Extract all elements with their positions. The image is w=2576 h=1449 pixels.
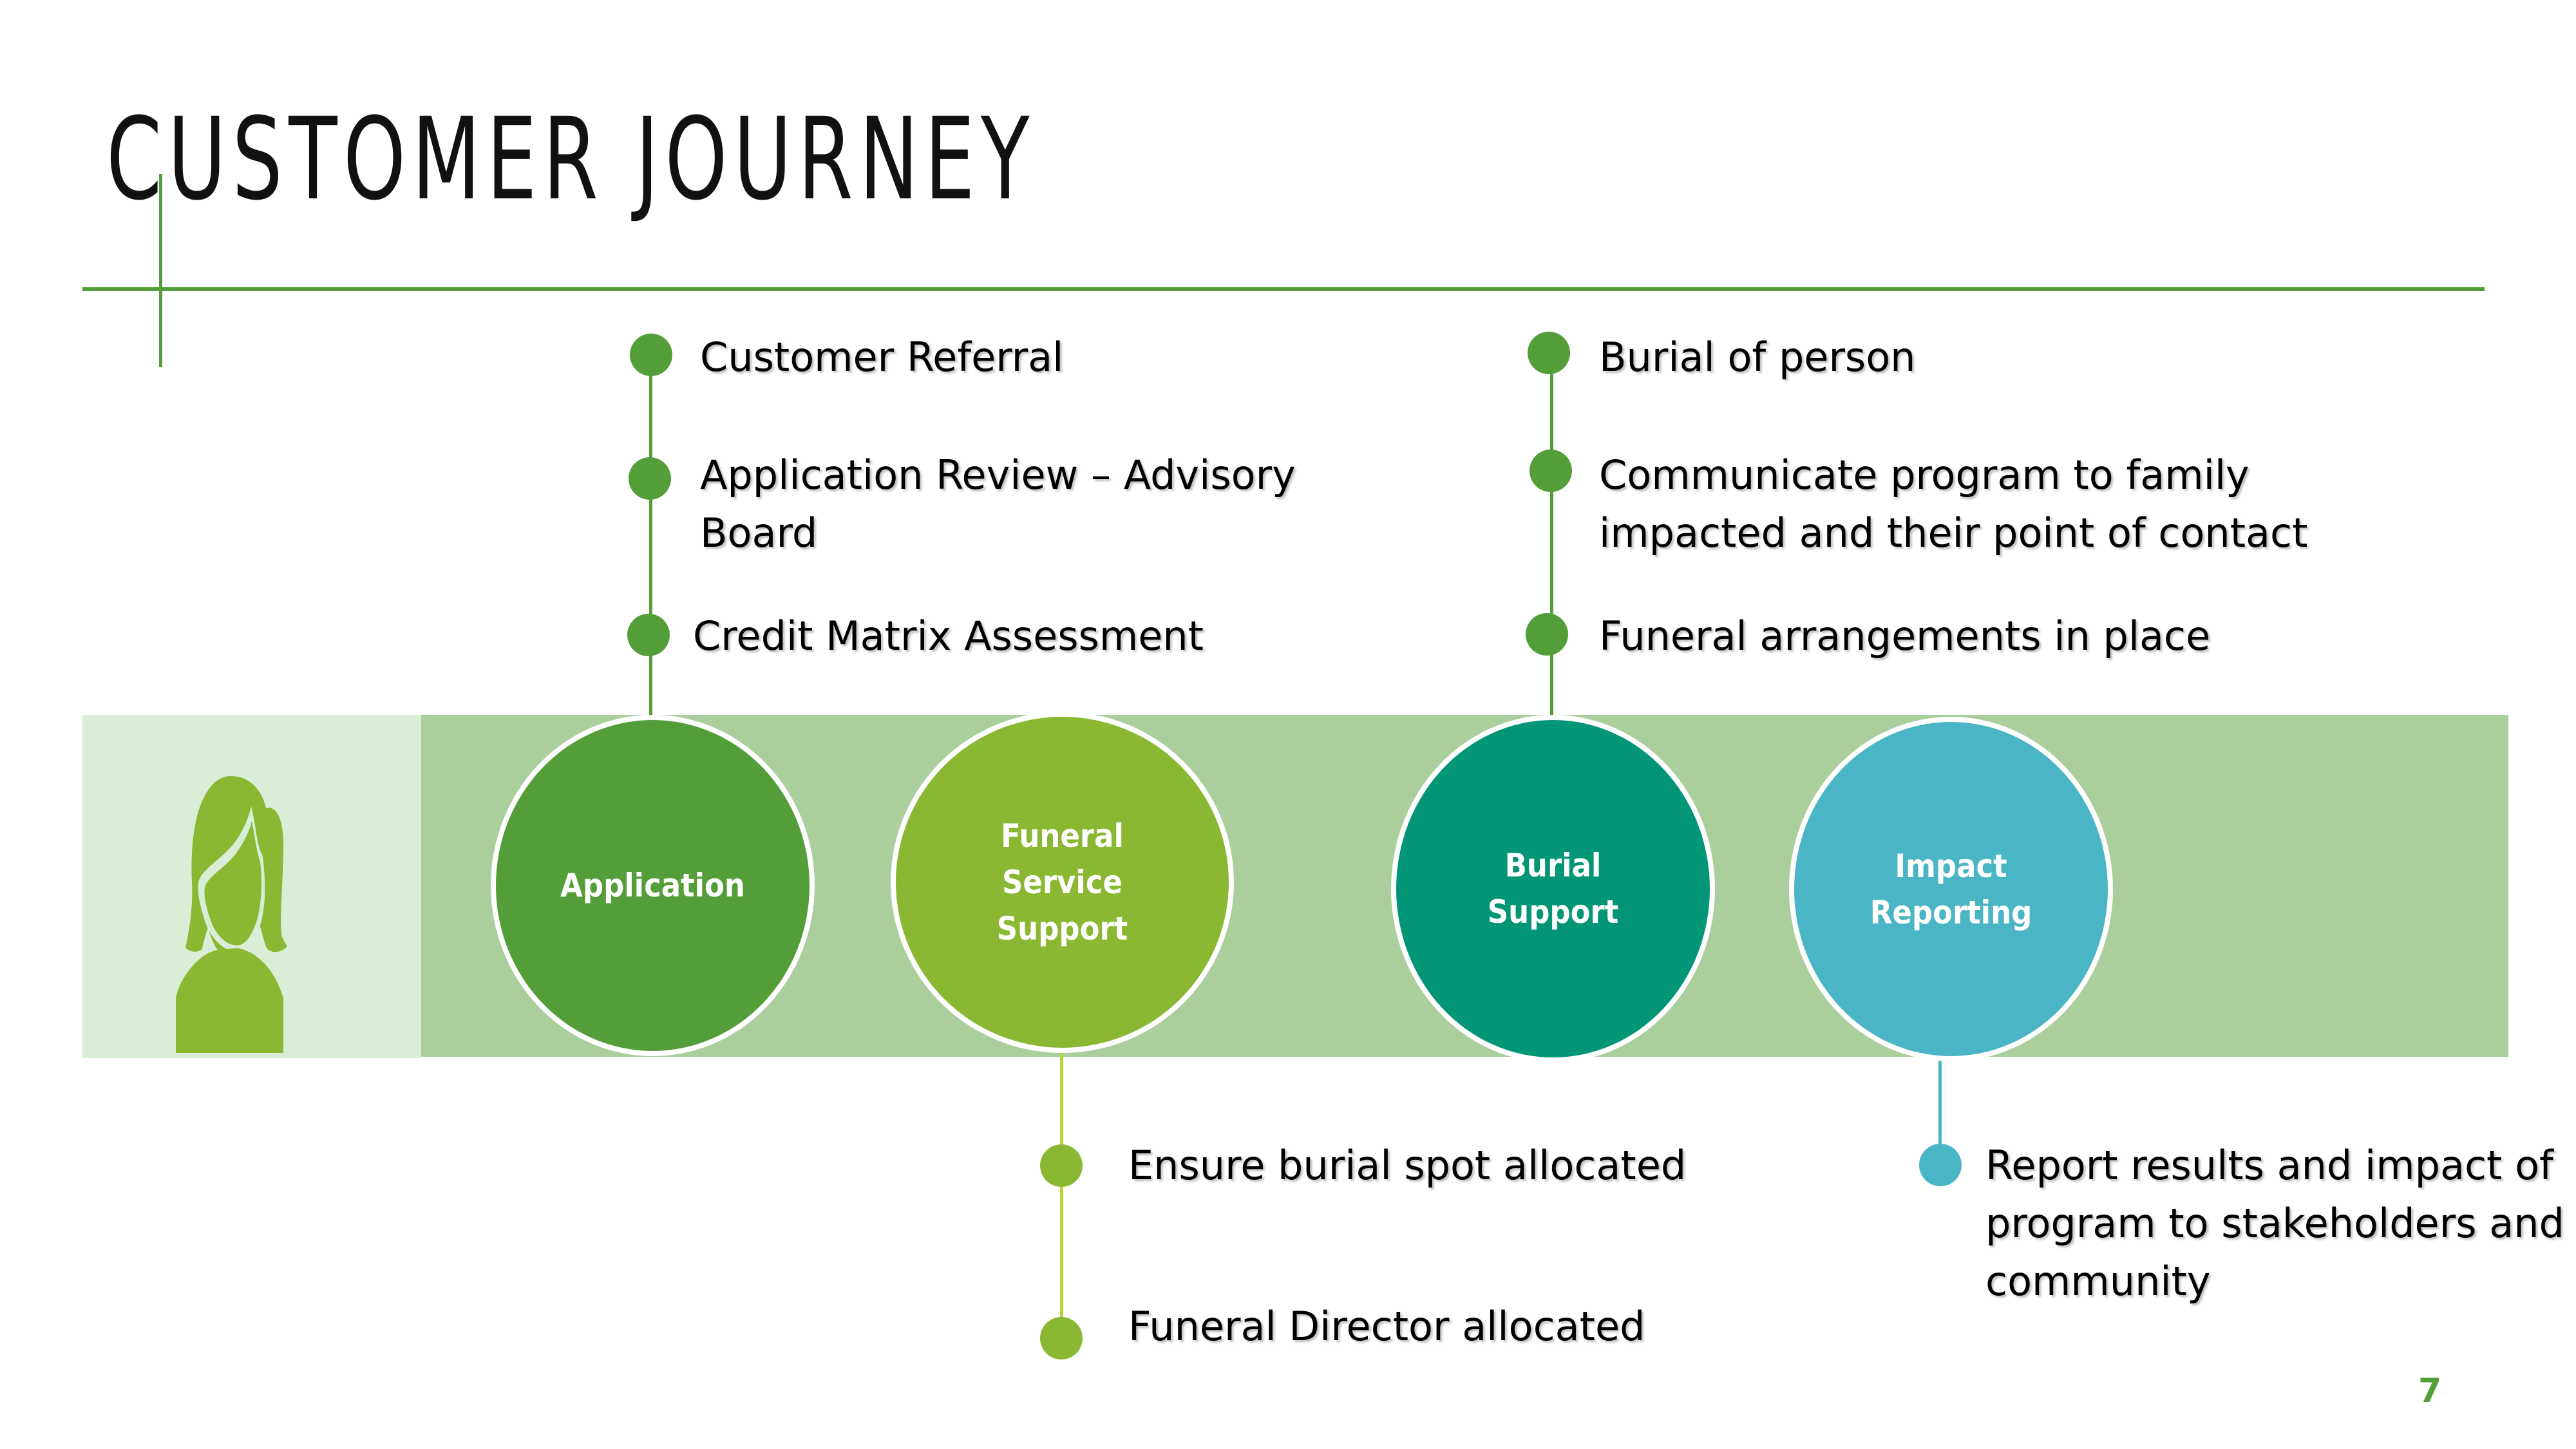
step-dot bbox=[1530, 450, 1572, 492]
stage-label: Funeral Service Support bbox=[996, 817, 1128, 947]
female-user-icon bbox=[176, 776, 287, 1053]
stage-application[interactable]: Application bbox=[491, 715, 815, 1056]
step-funeral-director: Funeral Director allocated bbox=[1128, 1303, 1645, 1350]
step-report-results: Report results and impact of program to … bbox=[1985, 1142, 2564, 1305]
stage-impact-reporting[interactable]: Impact Reporting bbox=[1789, 717, 2113, 1061]
step-dot bbox=[1526, 613, 1568, 656]
stage-label: Burial Support bbox=[1487, 847, 1619, 931]
step-dot bbox=[627, 614, 670, 656]
title-divider-line bbox=[82, 287, 2485, 291]
step-dot bbox=[630, 334, 672, 376]
funeral-connector bbox=[1060, 1050, 1063, 1340]
step-dot bbox=[1919, 1144, 1962, 1186]
title-accent-line bbox=[159, 174, 162, 367]
step-burial-of-person: Burial of person bbox=[1599, 334, 1916, 381]
burial-connector bbox=[1550, 361, 1553, 718]
step-dot bbox=[1528, 332, 1570, 374]
slide-title: CUSTOMER JOURNEY bbox=[106, 93, 1036, 225]
stage-label: Application bbox=[560, 867, 745, 904]
step-burial-spot: Ensure burial spot allocated bbox=[1128, 1142, 1687, 1189]
impact-connector bbox=[1938, 1053, 1942, 1169]
step-funeral-arrangements: Funeral arrangements in place bbox=[1599, 612, 2211, 659]
persona-panel bbox=[82, 715, 421, 1058]
step-credit-matrix: Credit Matrix Assessment bbox=[693, 612, 1204, 659]
step-dot bbox=[1040, 1144, 1083, 1187]
stage-funeral-service-support[interactable]: Funeral Service Support bbox=[891, 712, 1234, 1053]
step-application-review: Application Review – Advisory Board bbox=[700, 451, 1296, 556]
page-number: 7 bbox=[2418, 1372, 2442, 1410]
step-customer-referral: Customer Referral bbox=[700, 334, 1064, 381]
stage-label: Impact Reporting bbox=[1870, 847, 2032, 931]
step-dot bbox=[629, 457, 671, 500]
step-dot bbox=[1040, 1317, 1083, 1359]
step-communicate-program: Communicate program to family impacted a… bbox=[1599, 451, 2308, 556]
stage-burial-support[interactable]: Burial Support bbox=[1391, 715, 1715, 1063]
application-connector bbox=[649, 361, 652, 718]
